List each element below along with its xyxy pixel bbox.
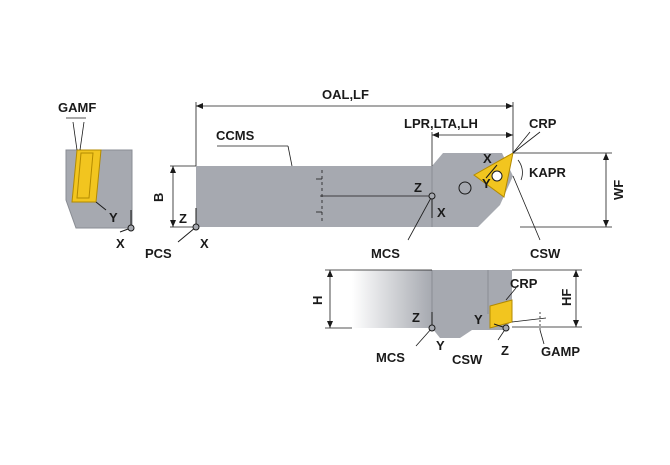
end-view: GAMF Y X	[58, 100, 135, 251]
side-z-label: Z	[412, 310, 420, 325]
side-y-label: Y	[436, 338, 445, 353]
side-mcs-origin	[428, 324, 436, 332]
tip-x-label: X	[483, 151, 492, 166]
side-view: H HF CRP Z Y Y MCS CSW Z GAMP	[310, 269, 582, 367]
side-tip-origin	[502, 324, 510, 332]
crp-side-label: CRP	[510, 276, 538, 291]
crp-top-label: CRP	[529, 116, 557, 131]
top-view: OAL,LF LPR,LTA,LH CRP CCMS B KAPR WF Z X…	[145, 87, 626, 261]
mcs-origin	[428, 192, 436, 200]
csw-label: CSW	[530, 246, 561, 261]
side-tip-y-label: Y	[474, 312, 483, 327]
lpr-lta-lh-label: LPR,LTA,LH	[404, 116, 478, 131]
end-view-insert-edge	[76, 152, 94, 199]
end-y-label: Y	[109, 210, 118, 225]
side-mcs-label: MCS	[376, 350, 405, 365]
tip-y-label: Y	[482, 176, 491, 191]
hf-label: HF	[559, 289, 574, 306]
side-view-insert	[489, 299, 513, 329]
top-view-shank	[196, 166, 432, 227]
pcs-origin	[192, 223, 200, 231]
oal-lf-label: OAL,LF	[322, 87, 369, 102]
h-label: H	[310, 296, 325, 305]
pcs-x-label: X	[200, 236, 209, 251]
kapr-label: KAPR	[529, 165, 566, 180]
gamp-label: GAMP	[541, 344, 580, 359]
ccms-label: CCMS	[216, 128, 255, 143]
pcs-z-label: Z	[179, 211, 187, 226]
wf-label: WF	[611, 180, 626, 200]
gamf-label: GAMF	[58, 100, 96, 115]
mcs-z-label: Z	[414, 180, 422, 195]
mcs-label: MCS	[371, 246, 400, 261]
side-view-shank-fade	[352, 270, 432, 328]
mcs-x-label: X	[437, 205, 446, 220]
top-view-insert-screw	[491, 170, 503, 182]
side-csw-label: CSW	[452, 352, 483, 367]
end-x-label: X	[116, 236, 125, 251]
pcs-label: PCS	[145, 246, 172, 261]
end-view-insert	[71, 149, 102, 203]
end-view-origin	[127, 224, 135, 232]
side-tip-z-label: Z	[501, 343, 509, 358]
b-label: B	[151, 193, 166, 202]
